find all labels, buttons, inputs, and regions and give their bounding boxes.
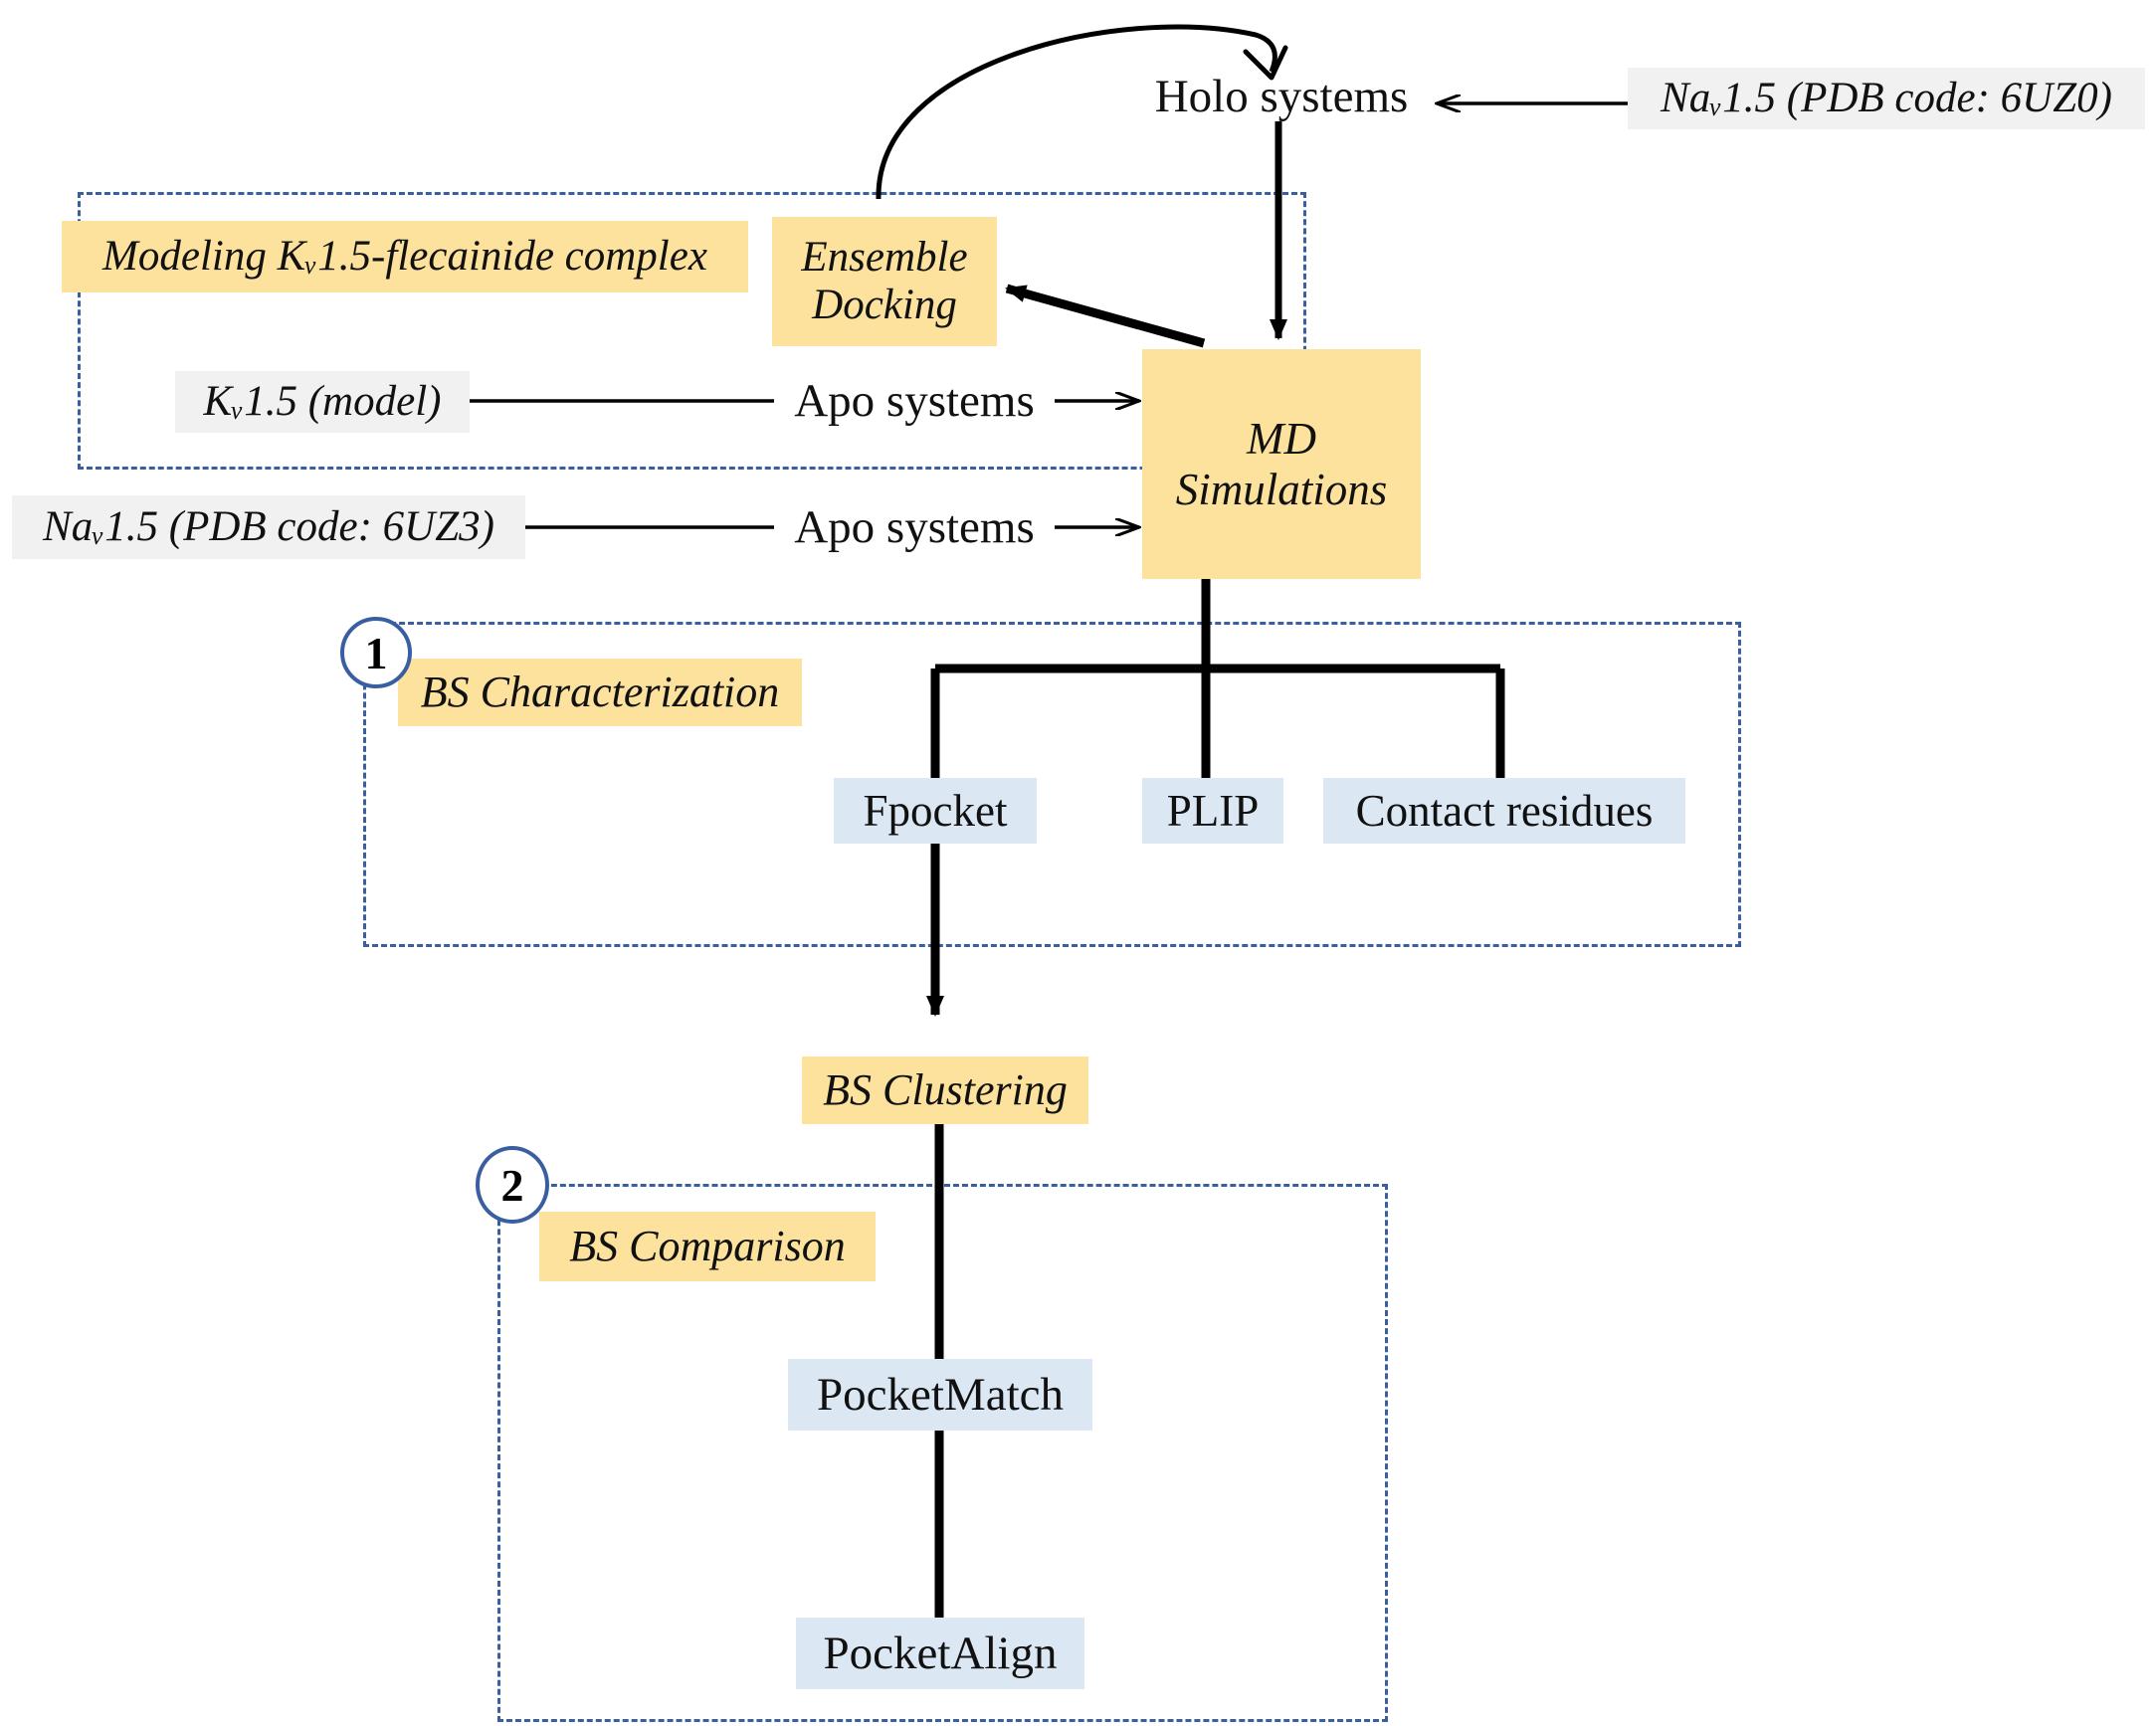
node-pocketalign[interactable]: PocketAlign (796, 1618, 1084, 1689)
ensemble-docking-line-1: Ensemble (801, 233, 968, 281)
node-kv15-model[interactable]: Kᵥ1.5 (model) (175, 371, 470, 433)
section-box-bs-characterization (363, 622, 1741, 947)
label-apo-systems-bottom: Apo systems (794, 500, 1035, 553)
node-nav15-6uz0[interactable]: Naᵥ1.5 (PDB code: 6UZ0) (1628, 68, 2145, 129)
node-plip[interactable]: PLIP (1142, 778, 1283, 844)
node-modeling-complex[interactable]: Modeling Kᵥ1.5-flecainide complex (62, 221, 748, 292)
node-pocketmatch[interactable]: PocketMatch (788, 1359, 1092, 1431)
node-holo-systems[interactable]: Holo systems (1154, 70, 1409, 122)
badge-two: 2 (476, 1146, 549, 1224)
badge-one: 1 (340, 617, 412, 688)
ensemble-docking-line-2: Docking (812, 282, 957, 328)
node-md-simulations[interactable]: MD Simulations (1142, 349, 1421, 579)
label-apo-systems-top: Apo systems (794, 374, 1035, 427)
node-ensemble-docking[interactable]: Ensemble Docking (772, 217, 997, 346)
node-bs-characterization[interactable]: BS Characterization (398, 659, 802, 726)
node-nav15-6uz3[interactable]: Naᵥ1.5 (PDB code: 6UZ3) (12, 495, 525, 559)
node-contact-residues[interactable]: Contact residues (1323, 778, 1685, 844)
node-bs-comparison[interactable]: BS Comparison (539, 1212, 876, 1281)
section-box-modeling (78, 192, 1306, 470)
node-fpocket[interactable]: Fpocket (834, 778, 1037, 844)
node-bs-clustering[interactable]: BS Clustering (802, 1056, 1088, 1124)
md-simulations-line-2: Simulations (1175, 464, 1388, 514)
md-simulations-line-1: MD (1247, 414, 1316, 465)
